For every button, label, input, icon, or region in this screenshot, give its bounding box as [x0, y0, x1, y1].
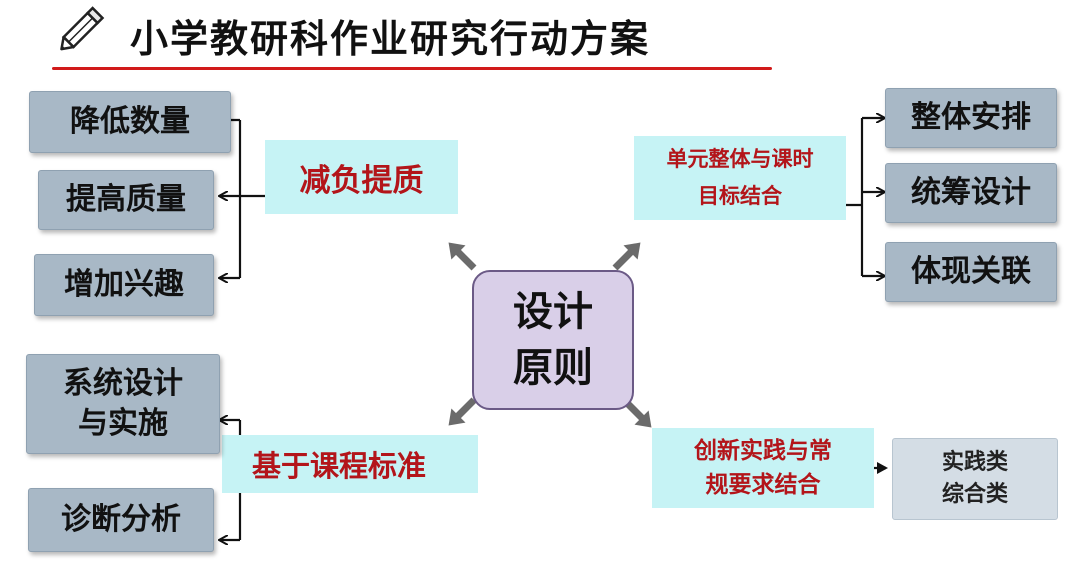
- node-bottom-left-text: 基于课程标准: [252, 449, 427, 483]
- center-node: 设计 原则: [472, 270, 634, 410]
- page-title: 小学教研科作业研究行动方案: [130, 17, 651, 61]
- center-line-1: 设计: [513, 289, 593, 335]
- node-label: 降低数量: [70, 103, 190, 139]
- node-top-right-item-2: 统筹设计: [885, 163, 1057, 223]
- node-label-line-1: 系统设计: [63, 365, 183, 401]
- bracket-top-right: [845, 118, 884, 276]
- node-bottom-left-item-1: 系统设计 与实施: [26, 354, 220, 454]
- node-bottom-left-label: 基于课程标准: [222, 435, 478, 493]
- node-label-line-1: 实践类: [941, 450, 1008, 476]
- node-label: 增加兴趣: [64, 266, 184, 302]
- node-bottom-right-label: 创新实践与常 规要求结合: [652, 428, 874, 508]
- bracket-top-left: [220, 120, 265, 278]
- pencil-icon: [60, 6, 105, 51]
- node-label: 统筹设计: [911, 174, 1031, 210]
- title-underline: [52, 67, 772, 70]
- node-top-left-item-2: 提高质量: [38, 170, 214, 230]
- node-top-right-label: 单元整体与课时 目标结合: [634, 136, 846, 220]
- node-label-line-2: 与实施: [78, 406, 168, 441]
- node-top-right-item-3: 体现关联: [885, 242, 1057, 302]
- node-label: 诊断分析: [61, 501, 181, 537]
- node-top-left-item-3: 增加兴趣: [34, 254, 214, 316]
- node-label: 提高质量: [66, 181, 186, 217]
- arrow-diagonal-icon: [448, 242, 652, 428]
- node-top-left-text: 减负提质: [299, 162, 424, 199]
- node-top-right-line-2: 目标结合: [698, 183, 782, 208]
- center-line-2: 原则: [513, 345, 593, 391]
- node-label: 体现关联: [911, 253, 1031, 289]
- node-bottom-left-item-2: 诊断分析: [28, 488, 214, 552]
- node-bottom-right-item: 实践类 综合类: [892, 438, 1058, 520]
- node-top-left-item-1: 降低数量: [29, 91, 231, 153]
- node-label: 整体安排: [911, 99, 1031, 135]
- node-top-right-line-1: 单元整体与课时: [666, 146, 814, 172]
- node-label-line-2: 综合类: [941, 482, 1008, 507]
- node-bottom-right-line-1: 创新实践与常: [694, 436, 832, 464]
- node-top-left-label: 减负提质: [265, 140, 458, 214]
- node-bottom-right-line-2: 规要求结合: [705, 471, 821, 498]
- node-top-right-item-1: 整体安排: [885, 88, 1057, 148]
